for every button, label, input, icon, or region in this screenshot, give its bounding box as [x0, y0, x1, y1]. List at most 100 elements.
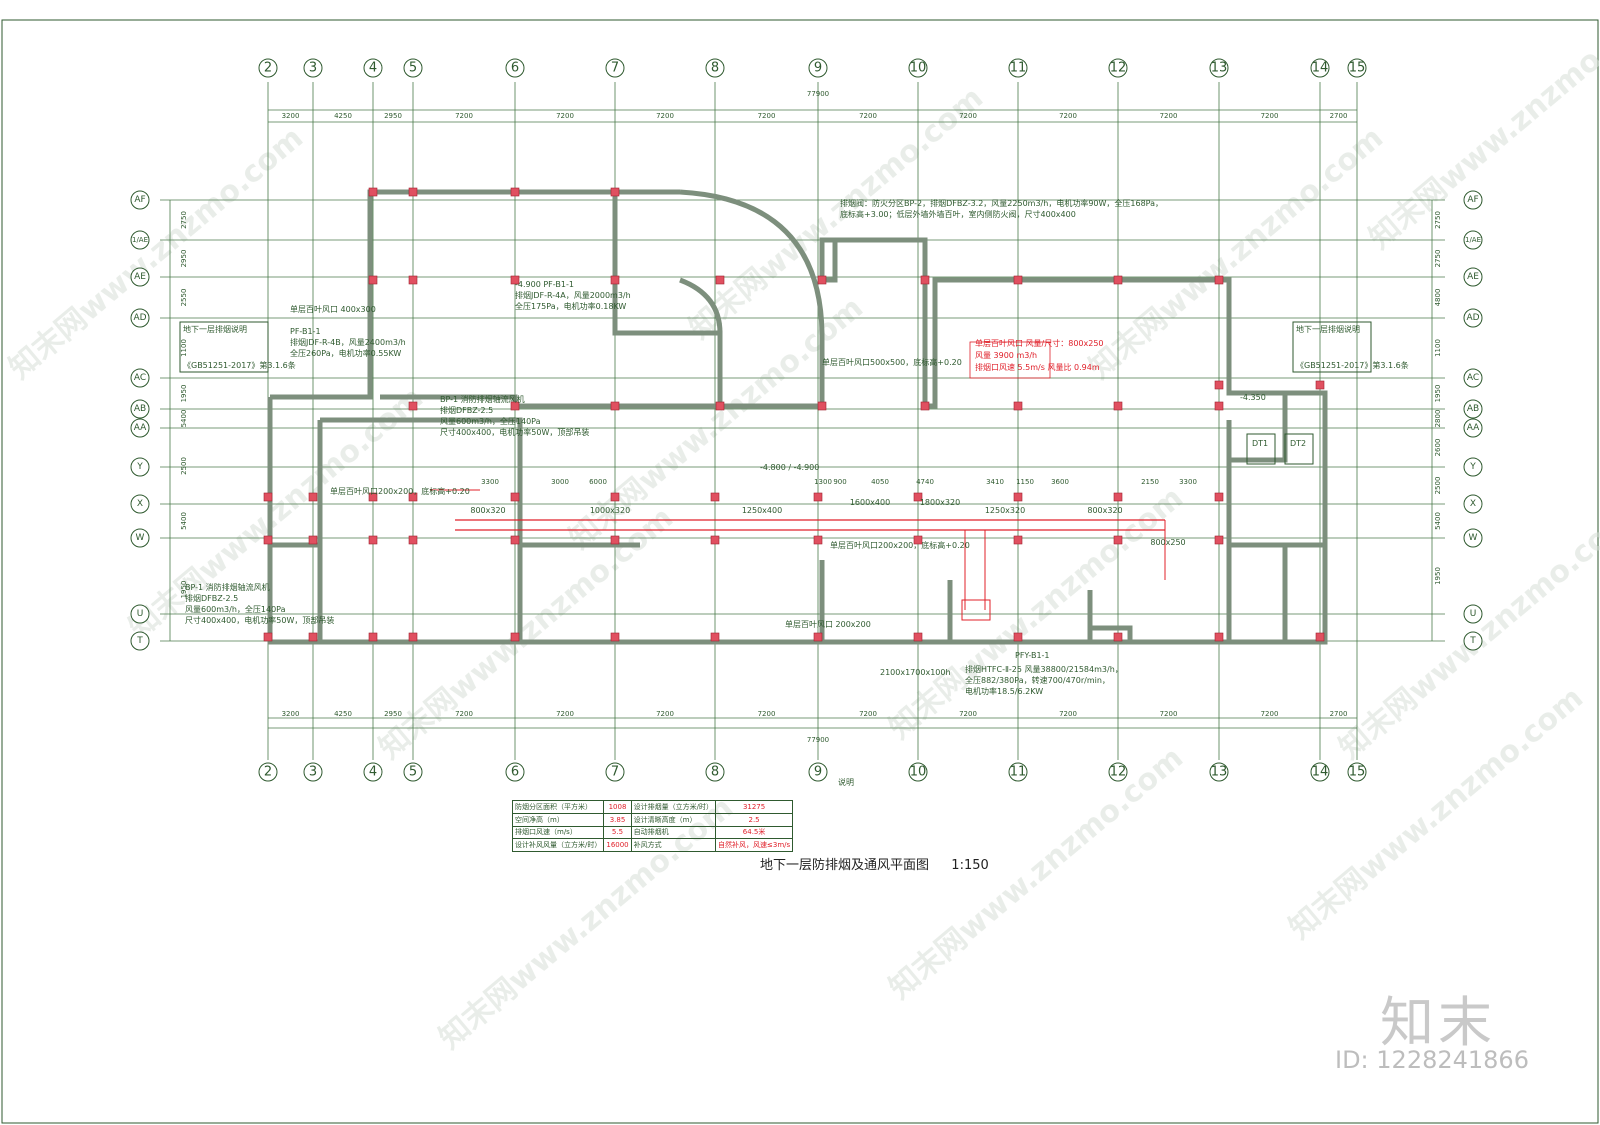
grid-bubble-row: AC [130, 368, 150, 388]
column [710, 535, 720, 545]
note-3: -4.900 PF-B1-1 [515, 280, 574, 289]
column [368, 535, 378, 545]
note-5: 全压175Pa，电机功率0.18KW [515, 301, 626, 311]
span-dim-top: 7200 [1160, 112, 1178, 120]
grid-bubble-row: AD [1463, 308, 1483, 328]
column [510, 401, 520, 411]
table-value: 3.85 [603, 812, 632, 827]
column [817, 275, 827, 285]
inner-dim: 3300 [1179, 478, 1197, 486]
grid-bubble-row: 1/AE [130, 230, 150, 250]
grid-bubble-label: 9 [814, 61, 822, 76]
column [308, 492, 318, 502]
column [1113, 632, 1123, 642]
note-14: 尺寸400x400，电机功率50W，顶部吊装 [440, 427, 589, 437]
grid-bubble-label: 2 [264, 765, 272, 780]
note-29: 地下一层排烟说明 [1296, 324, 1360, 334]
span-dim-left: 5400 [180, 410, 188, 428]
span-dim-bottom: 4250 [334, 710, 352, 718]
grid-bubble-label: 2 [264, 61, 272, 76]
grid-bubble-label: AF [134, 195, 145, 205]
grid-bubble-col: 5 [403, 762, 423, 782]
watermark-text: 知末网www.znzmo.com [1083, 120, 1390, 386]
inner-dim: 1150 [1016, 478, 1034, 486]
grid-bubble-label: 4 [369, 765, 377, 780]
grid-bubble-row: Y [130, 457, 150, 477]
column [1113, 275, 1123, 285]
scale-text: 1:150 [951, 858, 989, 873]
column [408, 535, 418, 545]
note-1: 排烟阀：防火分区BP-2，排烟DFBZ-3.2，风量2250m3/h，电机功率9… [840, 198, 1163, 208]
note-8: 排烟JDF-R-4B，风量2400m3/h [290, 337, 406, 347]
column [1013, 401, 1023, 411]
grid-bubble-label: AC [1467, 373, 1479, 383]
watermark-layer: 知末网www.znzmo.com知末网www.znzmo.com知末网www.z… [3, 0, 1600, 1056]
inner-dim: 2150 [1141, 478, 1159, 486]
span-dim-bottom: 7200 [859, 710, 877, 718]
note-13: 风量600m3/h，全压140Pa [440, 416, 541, 426]
table-value: 1008 [603, 800, 632, 814]
grid-bubble-row: X [130, 494, 150, 514]
grid-bubble-col: 7 [605, 58, 625, 78]
brand-logo-text: 知末 [1380, 991, 1496, 1054]
span-dim-right: 4800 [1434, 289, 1442, 307]
grid-bubble-label: W [1469, 533, 1478, 543]
duct-size-label: 800x320 [1087, 506, 1122, 515]
column [1013, 632, 1023, 642]
span-dim-right: 5400 [1434, 512, 1442, 530]
inner-dim: 3300 [481, 478, 499, 486]
column [408, 632, 418, 642]
grid-bubble-label: 13 [1211, 765, 1228, 780]
span-dim-right: 2800 [1434, 410, 1442, 428]
grid-bubble-row: AC [1463, 368, 1483, 388]
column [1214, 632, 1224, 642]
span-dim-right: 1100 [1434, 339, 1442, 357]
span-dim-bottom: 7200 [1059, 710, 1077, 718]
column [510, 632, 520, 642]
grid-bubble-label: 11 [1010, 61, 1027, 76]
note-33: 排烟口风速 5.5m/s 风量比 0.94m [975, 362, 1100, 372]
column [1113, 492, 1123, 502]
grid-bubble-label: 15 [1349, 765, 1366, 780]
note-11: BP-1 消防排烟轴流风机 [440, 394, 525, 404]
watermark-text: 知末网www.znzmo.com [1283, 680, 1590, 946]
column [510, 535, 520, 545]
grid-bubble-label: 7 [611, 765, 619, 780]
grid-bubble-row: Y [1463, 457, 1483, 477]
span-dim-right: 2750 [1434, 211, 1442, 229]
column [368, 187, 378, 197]
column [715, 401, 725, 411]
column [1113, 535, 1123, 545]
column [710, 632, 720, 642]
note-17: 排烟DFBZ-2.5 [185, 593, 238, 603]
column [510, 275, 520, 285]
column [817, 401, 827, 411]
inner-dim: 4050 [871, 478, 889, 486]
column [1214, 535, 1224, 545]
walls [267, 189, 1328, 645]
span-dim-right: 2600 [1434, 439, 1442, 457]
grid-bubble-row: T [130, 631, 150, 651]
note-27: 地下一层排烟说明 [183, 324, 247, 334]
column [1214, 492, 1224, 502]
duct-size-label: 800x320 [470, 506, 505, 515]
grid-bubble-label: X [137, 499, 143, 509]
span-dim-left: 2550 [180, 289, 188, 307]
total-dim-bottom: 77900 [807, 736, 829, 744]
span-dim-bottom: 2950 [384, 710, 402, 718]
column [368, 275, 378, 285]
grid-bubble-label: 14 [1312, 61, 1329, 76]
column [913, 492, 923, 502]
column [610, 492, 620, 502]
grid-bubble-label: 14 [1312, 765, 1329, 780]
span-dim-top: 7200 [758, 112, 776, 120]
table-label: 设计清晰高度（m） [630, 812, 717, 827]
span-dim-top: 7200 [1059, 112, 1077, 120]
span-dim-left: 5400 [180, 512, 188, 530]
column [710, 492, 720, 502]
column [368, 632, 378, 642]
grid-bubble-label: 11 [1010, 765, 1027, 780]
span-dim-left: 2500 [180, 457, 188, 475]
note-6: 单层百叶风口 400x300 [290, 304, 376, 314]
elevator-dt1 [1246, 433, 1276, 465]
